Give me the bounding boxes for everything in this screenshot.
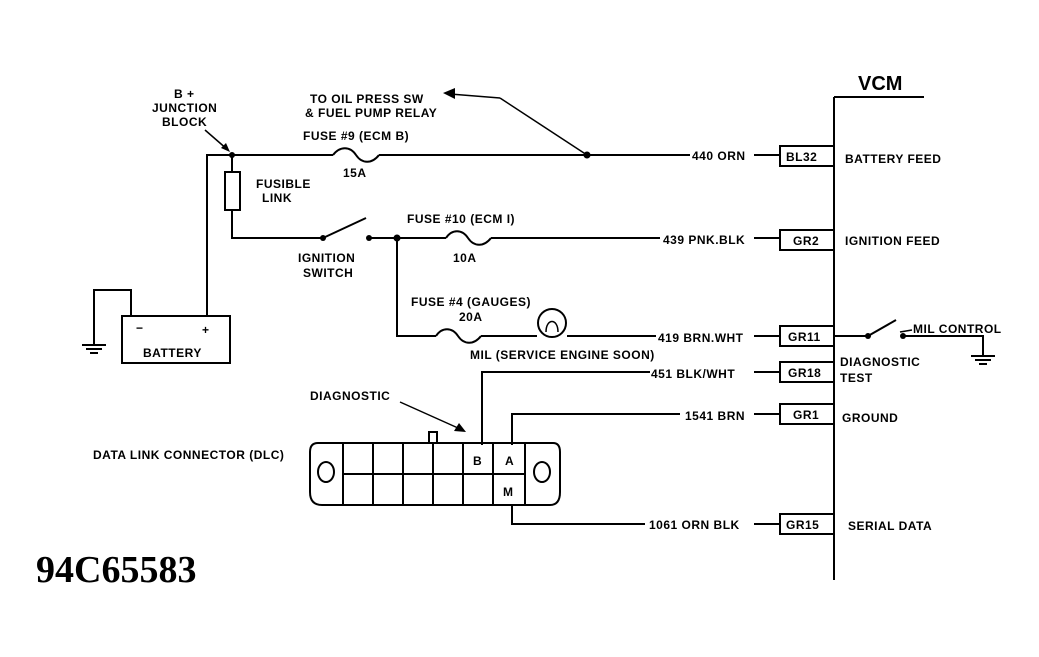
fuse10-symbol [445, 230, 492, 246]
pin-label: BL32 [786, 150, 817, 164]
pin-label: GR1 [793, 408, 819, 422]
diag-test-wire [481, 371, 650, 445]
mil-lamp-filament [545, 320, 559, 333]
mil-lamp-circle [537, 308, 567, 338]
pin-label: GR15 [786, 518, 819, 532]
vcm-pin-rows: 440 ORN BL32 BATTERY FEED 439 PNK.BLK GR… [649, 145, 941, 535]
pin-label: GR18 [788, 366, 821, 380]
wire-label: 419 BRN.WHT [658, 331, 744, 345]
diagnostic-callout: DIAGNOSTIC [310, 389, 466, 432]
milctl-ground-wire [903, 335, 984, 355]
battery-body [121, 315, 231, 364]
ign-label-1: IGNITION [298, 251, 355, 265]
wire-label: 1061 ORN BLK [649, 518, 740, 532]
ign-switch-blade [322, 217, 367, 239]
milctl-blade [867, 319, 897, 337]
fuse9-rating: 15A [343, 166, 367, 180]
wire-label: 440 ORN [692, 149, 746, 163]
function-label: GROUND [842, 411, 898, 425]
fuse4-name: FUSE #4 (GAUGES) [411, 295, 531, 309]
function-label: DIAGNOSTIC [840, 355, 920, 369]
oil-label-2: & FUEL PUMP RELAY [305, 106, 437, 120]
dlc-end-left [317, 461, 335, 483]
pin-box [779, 361, 835, 383]
dlc-pin-a: A [505, 454, 514, 468]
pin-box [779, 403, 835, 425]
junction-label-3: BLOCK [162, 115, 207, 129]
fuse4-rating: 20A [459, 310, 483, 324]
wire-label: 1541 BRN [685, 409, 745, 423]
dlc-wiring [481, 371, 780, 525]
milctl-pointer [899, 329, 913, 333]
fusible-label-1: FUSIBLE [256, 177, 311, 191]
pin-box [779, 513, 835, 535]
pin-box [779, 325, 835, 347]
milctl-label: MIL CONTROL [913, 322, 1002, 336]
junction-block: B + JUNCTION BLOCK [152, 87, 235, 158]
fusible-out-wire [231, 210, 322, 239]
junction-label-1: B + [174, 87, 195, 101]
dlc-label: DATA LINK CONNECTOR (DLC) [93, 448, 284, 462]
fuse10-name: FUSE #10 (ECM I) [407, 212, 515, 226]
fuse4-symbol [435, 328, 482, 344]
fusible-link-body [224, 171, 241, 211]
dlc-connector: DATA LINK CONNECTOR (DLC) B A M [93, 431, 561, 506]
pin-box [779, 145, 835, 167]
serial-data-wire [511, 505, 645, 525]
battery-feed-circuit: FUSE #9 (ECM B) 15A TO OIL PRESS SW & FU… [232, 88, 780, 180]
oil-arrow-head [443, 88, 455, 99]
junction-label-2: JUNCTION [152, 101, 217, 115]
fusible-label-2: LINK [262, 191, 292, 205]
diagnostic-label: DIAGNOSTIC [310, 389, 390, 403]
dlc-pin-b: B [473, 454, 482, 468]
gauges-wire-a [396, 238, 436, 337]
battery-ground-wire [93, 289, 132, 344]
function-label-2: TEST [840, 371, 873, 385]
figure-code: 94C65583 [36, 549, 196, 591]
vcm-title: VCM [858, 73, 902, 95]
junction-arrow-head [221, 143, 230, 152]
ignition-circuit: IGNITION SWITCH FUSE #10 (ECM I) 10A [298, 212, 780, 280]
wire-label: 439 PNK.BLK [663, 233, 745, 247]
battery-neg: − [136, 321, 144, 335]
vcm-module: VCM [833, 73, 924, 580]
dlc-end-right [533, 461, 551, 483]
function-label: BATTERY FEED [845, 152, 941, 166]
oil-label-1: TO OIL PRESS SW [310, 92, 424, 106]
fusible-link: FUSIBLE LINK [224, 155, 322, 239]
oil-branch-tail [449, 93, 501, 99]
dlc-pin-m: M [503, 485, 514, 499]
battery-positive-wire [206, 154, 232, 316]
function-label: IGNITION FEED [845, 234, 940, 248]
mil-circuit: FUSE #4 (GAUGES) 20A MIL (SERVICE ENGINE… [396, 238, 780, 362]
battery: − + BATTERY [82, 154, 232, 364]
function-label: SERIAL DATA [848, 519, 932, 533]
fuse10-rating: 10A [453, 251, 477, 265]
oil-branch-line [499, 97, 588, 156]
dlc-key [428, 431, 438, 444]
fuse9-symbol [332, 147, 380, 163]
diagnostic-arrow-head [454, 423, 466, 432]
battery-pos: + [202, 323, 210, 337]
ign-label-2: SWITCH [303, 266, 353, 280]
dlc-body [309, 442, 561, 506]
pin-label: GR11 [788, 330, 821, 344]
diagnostic-arrow-line [399, 401, 459, 429]
battery-label: BATTERY [143, 346, 202, 360]
pin-box [779, 229, 835, 251]
pin-label: GR2 [793, 234, 819, 248]
wire-label: 451 BLK/WHT [651, 367, 735, 381]
ground-wire [511, 413, 680, 445]
mil-label: MIL (SERVICE ENGINE SOON) [470, 348, 655, 362]
fuse9-name: FUSE #9 (ECM B) [303, 129, 409, 143]
mil-control: MIL CONTROL [834, 319, 1002, 365]
